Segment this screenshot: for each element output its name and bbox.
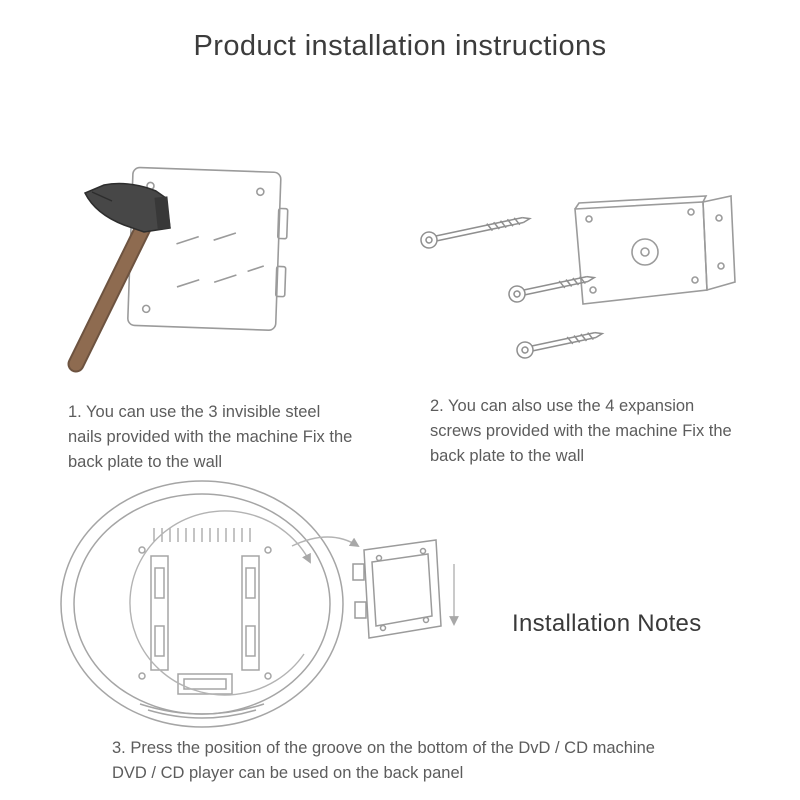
expansion-screws-icon	[420, 216, 605, 359]
step2-caption: 2. You can also use the 4 expansion scre…	[430, 397, 732, 465]
step1-illustration	[58, 148, 318, 388]
step3-caption: 3. Press the position of the groove on t…	[112, 739, 655, 782]
step2-illustration	[413, 162, 743, 390]
hammer-icon	[67, 182, 171, 373]
step3-illustration	[52, 476, 482, 734]
screws-back-plate-drawing	[420, 195, 736, 359]
page-title: Product installation instructions	[193, 30, 607, 62]
back-plate-perspective-icon	[574, 195, 736, 305]
hammer-back-plate-drawing	[67, 166, 289, 373]
installation-notes-label: Installation Notes	[512, 610, 702, 637]
player-bracket-drawing	[60, 480, 459, 728]
wall-bracket-icon	[352, 539, 442, 639]
step1-caption: 1. You can use the 3 invisible steel nai…	[68, 403, 353, 471]
player-back-icon	[60, 480, 344, 728]
guide-arrows-icon	[129, 510, 459, 696]
